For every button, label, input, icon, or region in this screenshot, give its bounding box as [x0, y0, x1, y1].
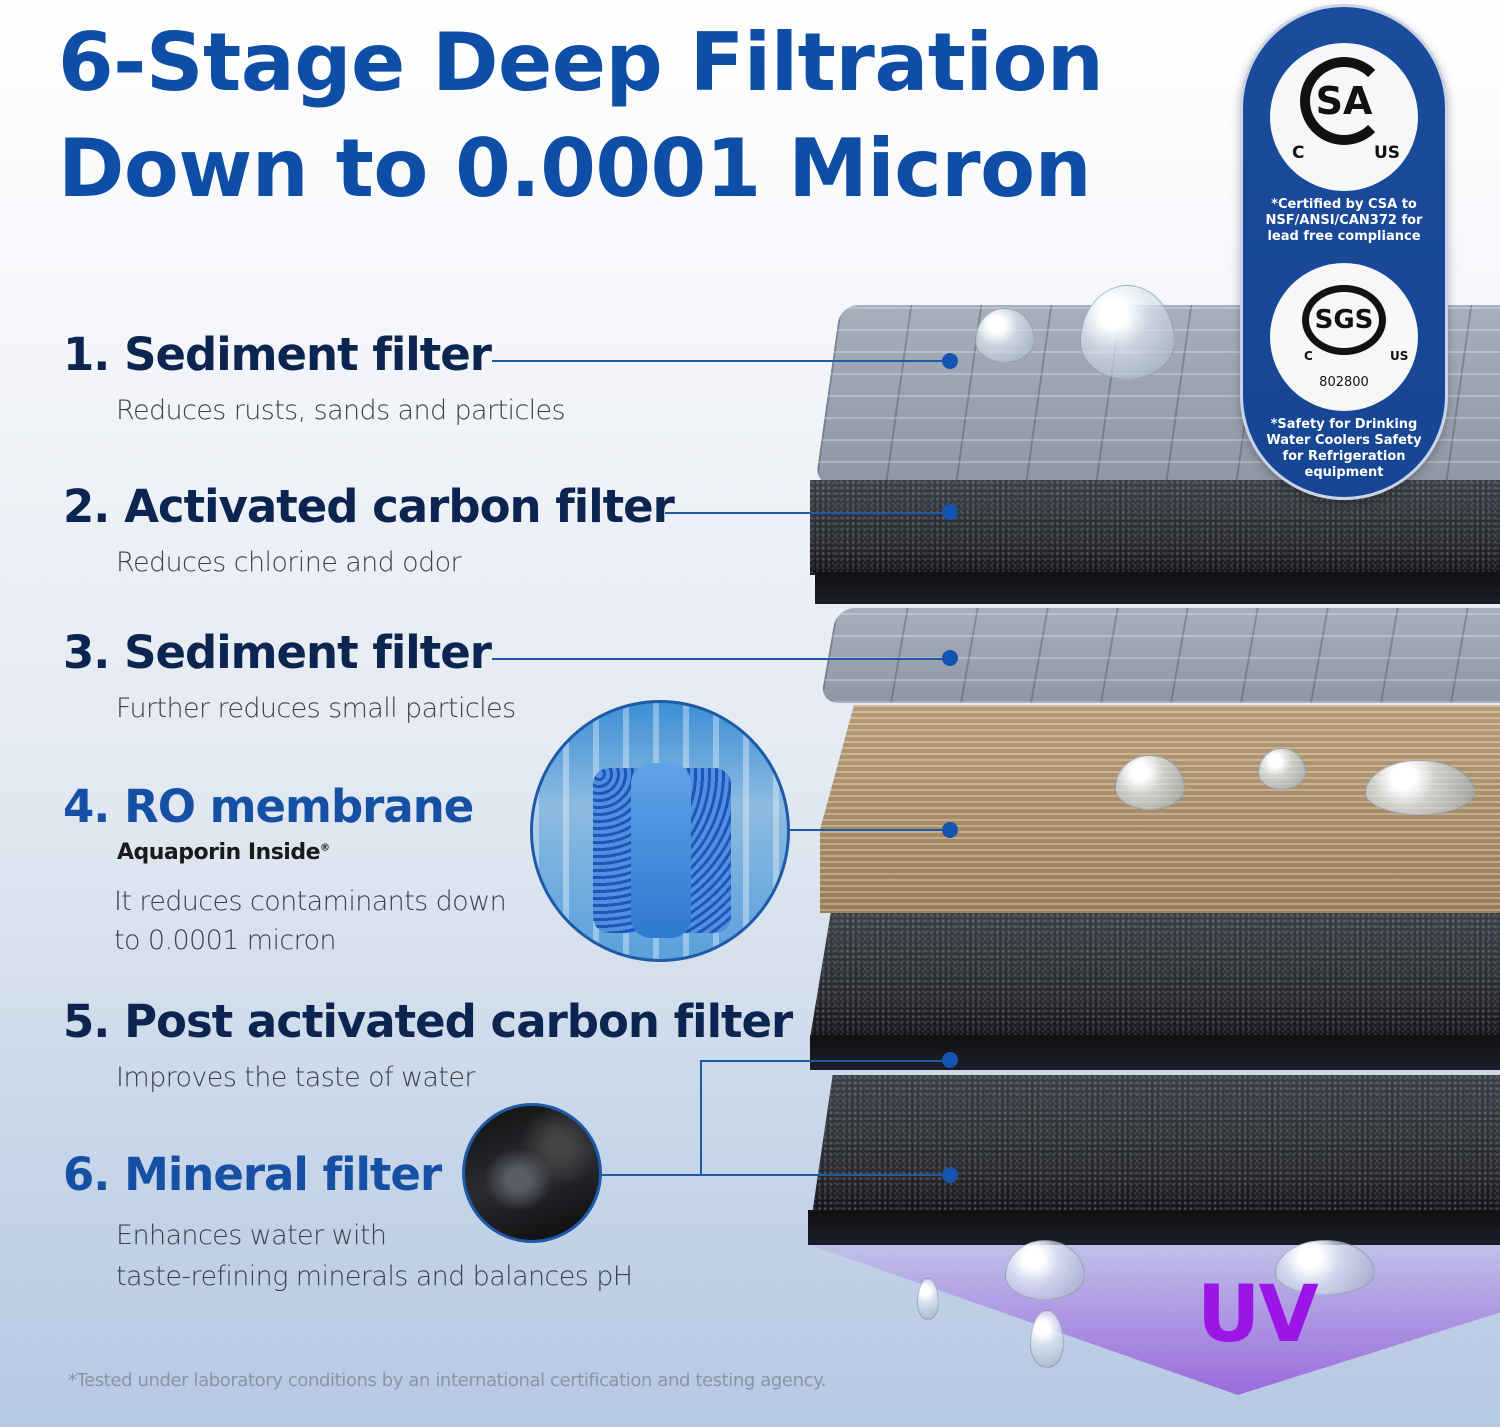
stage-6-description-line-2: taste-refining minerals and balances pH	[116, 1261, 633, 1292]
stage-3-description: Further reduces small particles	[116, 693, 516, 724]
layer-mineral-edge	[808, 1210, 1500, 1245]
certification-badge: SA C US *Certified by CSA to NSF/ANSI/CA…	[1240, 4, 1448, 500]
stage-6-description-line-1: Enhances water with	[116, 1220, 387, 1251]
contaminant-bubble-icon	[1115, 755, 1185, 810]
water-channel-core	[631, 763, 691, 938]
stage-4-description-line-1: It reduces contaminants down	[114, 886, 507, 917]
csa-logo-text: SA	[1315, 79, 1373, 123]
csa-us-mark: US	[1374, 143, 1401, 163]
stage-3-connector	[492, 658, 950, 660]
page-title: 6-Stage Deep Filtration Down to 0.0001 M…	[58, 10, 1104, 222]
csa-logo-mark: SA	[1300, 57, 1388, 145]
sgs-certification-note: *Safety for Drinking Water Coolers Safet…	[1266, 417, 1422, 480]
stage-2-connector	[665, 512, 950, 514]
stage-3-title: 3. Sediment filter	[63, 626, 492, 679]
bracket-connector	[700, 1060, 702, 1175]
stage-4-title: 4. RO membrane	[63, 780, 474, 833]
stage-6-name: Mineral filter	[124, 1148, 442, 1201]
title-line-2: Down to 0.0001 Micron	[58, 122, 1092, 215]
stage-4-description: It reduces contaminants down to 0.0001 m…	[114, 882, 507, 960]
stage-3-number: 3.	[63, 626, 110, 679]
mineral-magnified-image	[462, 1103, 602, 1243]
stage-1-description: Reduces rusts, sands and particles	[116, 395, 566, 426]
aquaporin-brand: Aquaporin Inside®	[117, 840, 330, 865]
stage-4-name: RO membrane	[124, 780, 474, 833]
title-line-1: 6-Stage Deep Filtration	[58, 16, 1104, 109]
stage-4-description-line-2: to 0.0001 micron	[114, 925, 337, 956]
sgs-cert-number: 802800	[1319, 375, 1369, 390]
layer-activated-carbon-edge	[815, 572, 1500, 604]
layer-mineral	[812, 1075, 1500, 1215]
contaminant-bubble-icon	[975, 308, 1035, 363]
sgs-us-mark: US	[1390, 349, 1409, 363]
stage-4-connector	[790, 829, 950, 831]
stage-5-connector	[700, 1060, 950, 1062]
stage-1-name: Sediment filter	[124, 328, 492, 381]
stage-1-number: 1.	[63, 328, 110, 381]
sgs-logo-mark: SGS	[1302, 285, 1386, 355]
csa-c-mark: C	[1292, 143, 1305, 163]
stage-5-title: 5. Post activated carbon filter	[63, 995, 793, 1048]
sgs-logo-text: SGS	[1314, 305, 1374, 335]
ro-membrane-magnified-image	[530, 700, 790, 962]
stage-5-number: 5.	[63, 995, 110, 1048]
stage-2-number: 2.	[63, 480, 110, 533]
stage-4-number: 4.	[63, 780, 110, 833]
contaminant-bubble-icon	[1365, 760, 1475, 815]
layer-sediment-2	[820, 608, 1500, 703]
stage-2-name: Activated carbon filter	[124, 480, 675, 533]
stage-1-marker-dot	[942, 353, 958, 369]
footnote: *Tested under laboratory conditions by a…	[68, 1370, 827, 1391]
stage-1-title: 1. Sediment filter	[63, 328, 492, 381]
aquaporin-brand-text: Aquaporin Inside	[117, 840, 321, 865]
stage-3-name: Sediment filter	[124, 626, 492, 679]
contaminant-bubble-icon	[1080, 285, 1175, 380]
stage-6-connector	[600, 1174, 950, 1176]
contaminant-bubble-icon	[1258, 748, 1306, 790]
uv-label: UV	[1197, 1270, 1319, 1360]
stage-2-title: 2. Activated carbon filter	[63, 480, 675, 533]
stage-1-connector	[492, 360, 950, 362]
water-drop-icon	[1030, 1310, 1064, 1368]
layer-activated-carbon	[810, 480, 1500, 575]
water-drop-icon	[1005, 1240, 1085, 1300]
csa-certification-note: *Certified by CSA to NSF/ANSI/CAN372 for…	[1265, 197, 1423, 244]
csa-logo: SA C US	[1270, 43, 1418, 191]
layer-post-carbon-edge	[810, 1035, 1500, 1070]
stage-5-description: Improves the taste of water	[116, 1062, 475, 1093]
stage-5-name: Post activated carbon filter	[124, 995, 793, 1048]
water-drop-icon	[1275, 1240, 1375, 1295]
sgs-logo: SGS C US 802800	[1270, 263, 1418, 411]
stage-6-description: Enhances water with taste-refining miner…	[116, 1215, 633, 1297]
stage-3-marker-dot	[942, 650, 958, 666]
stage-2-marker-dot	[942, 504, 958, 520]
uv-light-cone	[810, 1245, 1500, 1395]
registered-mark: ®	[320, 842, 330, 854]
stage-2-description: Reduces chlorine and odor	[116, 547, 462, 578]
stage-6-marker-dot	[942, 1167, 958, 1183]
stage-5-marker-dot	[942, 1052, 958, 1068]
stage-6-number: 6.	[63, 1148, 110, 1201]
sgs-c-mark: C	[1304, 349, 1313, 363]
stage-6-title: 6. Mineral filter	[63, 1148, 442, 1201]
layer-post-carbon	[810, 913, 1500, 1038]
stage-4-marker-dot	[942, 822, 958, 838]
water-drop-icon	[917, 1278, 939, 1320]
